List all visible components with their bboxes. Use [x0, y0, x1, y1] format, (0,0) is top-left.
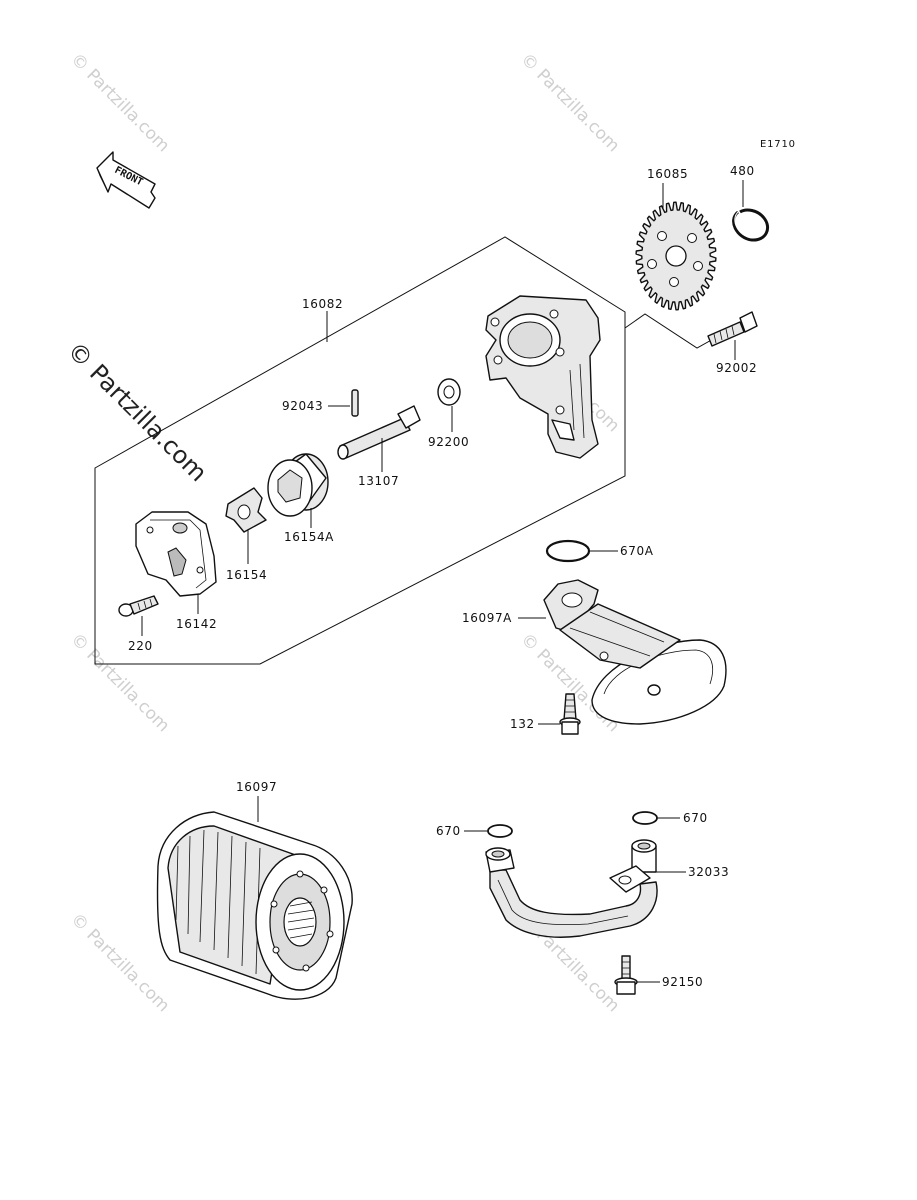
oil-strainer-icon: [518, 579, 727, 725]
label-92200: 92200: [428, 435, 469, 449]
oil-pump-gear-icon: [635, 183, 717, 311]
label-16082: 16082: [302, 297, 343, 311]
label-92002: 92002: [716, 361, 757, 375]
diagram-code: E1710: [760, 139, 796, 150]
watermark-4: © Partzilla.com: [66, 629, 173, 736]
flanged-bolt-icon: [538, 693, 581, 735]
label-92043: 92043: [282, 399, 323, 413]
label-32033: 32033: [688, 865, 729, 879]
pin-icon: [328, 389, 359, 417]
label-16154: 16154: [226, 568, 267, 582]
label-480: 480: [730, 164, 755, 178]
label-16097: 16097: [236, 780, 277, 794]
label-16085: 16085: [647, 167, 688, 181]
inner-rotor-icon: [225, 487, 267, 564]
circlip-icon: [732, 180, 769, 242]
label-132: 132: [510, 717, 535, 731]
watermark-1: © Partzilla.com: [66, 49, 173, 156]
watermark-6: © Partzilla.com: [66, 909, 173, 1016]
part-labels: 16085 480 16082 92002 92043 92200 13107 …: [128, 164, 757, 989]
label-16142: 16142: [176, 617, 217, 631]
o-ring-670a-icon: [545, 539, 618, 563]
label-220: 220: [128, 639, 153, 653]
oil-pipe-icon: [485, 839, 686, 938]
label-670-left: 670: [436, 824, 461, 838]
label-16154a: 16154A: [284, 530, 334, 544]
label-13107: 13107: [358, 474, 399, 488]
outer-rotor-icon: [267, 453, 329, 528]
pump-cover-icon: [135, 511, 217, 614]
bolt-icon: [707, 311, 758, 360]
side-watermark: © Partzilla.com: [62, 336, 213, 487]
pipe-bolt-icon: [614, 955, 660, 995]
pump-shaft-icon: [337, 405, 421, 472]
screw-icon: [118, 595, 159, 636]
label-92150: 92150: [662, 975, 703, 989]
oil-filter-icon: [156, 796, 353, 1000]
o-ring-670-right-icon: [632, 811, 680, 825]
watermark-2: © Partzilla.com: [516, 49, 623, 156]
label-670a: 670A: [620, 544, 654, 558]
oil-pump-body-icon: [485, 295, 601, 459]
label-16097a: 16097A: [462, 611, 512, 625]
washer-icon: [437, 378, 461, 432]
assembly-outline: [94, 236, 716, 665]
o-ring-670-left-icon: [464, 824, 513, 838]
label-670-right: 670: [683, 811, 708, 825]
front-arrow-icon: FRONT: [96, 151, 156, 209]
